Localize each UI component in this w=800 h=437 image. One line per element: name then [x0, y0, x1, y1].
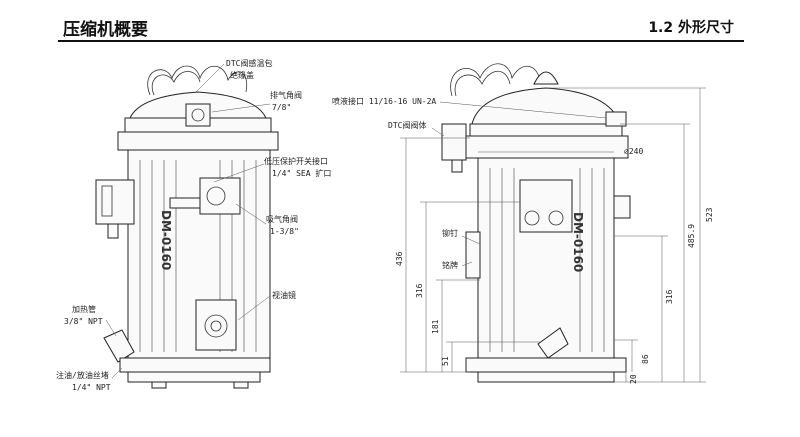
right-terminal-box — [519, 179, 573, 233]
page-title: 压缩机概要 — [63, 20, 148, 40]
dim-316-left: 316 — [415, 283, 424, 298]
section-title: 1.2 外形尺寸 — [648, 20, 734, 36]
left-base — [119, 357, 271, 373]
dim-523: 523 — [705, 207, 714, 222]
dim-20: 20 — [629, 374, 638, 384]
right-compressor-view: DM-0160 ⌀240 436 316 181 51 — [332, 63, 714, 384]
dim-86: 86 — [641, 354, 650, 364]
label-dtc-body: DTC阀阀体 — [388, 120, 426, 130]
label-injection-port: 喷液接口 11/16-16 UN-2A — [332, 96, 436, 106]
left-heater-fitting — [103, 329, 135, 363]
label-dtc-bulb: DTC阀感温包 — [226, 58, 272, 68]
label-lp-port: 低压保护开关接口 — [264, 156, 328, 166]
right-capillary-coil — [450, 63, 541, 97]
label-suction-valve: 吸气角阀 — [266, 214, 298, 224]
dim-436: 436 — [395, 251, 404, 266]
right-base — [465, 357, 627, 373]
right-top-cap — [471, 87, 621, 125]
left-model-text: DM-0160 — [159, 210, 173, 270]
left-suction-valve — [199, 177, 241, 215]
left-capillary-coil — [147, 65, 248, 96]
label-insulation: 绝缘盖 — [230, 70, 254, 80]
dim-485: 485.9 — [687, 224, 696, 248]
page-header: 压缩机概要 1.2 外形尺寸 — [0, 0, 800, 44]
left-discharge-valve — [185, 103, 211, 127]
label-oil-port: 注油/放油丝堵 — [56, 370, 109, 380]
label-suction-size: 1-3/8" — [270, 227, 299, 236]
label-lp-port-size: 1/4" SEA 扩口 — [272, 168, 331, 178]
dim-51: 51 — [441, 356, 450, 366]
right-dtc-valve — [441, 123, 467, 161]
right-nameplate — [465, 231, 481, 279]
dim-diameter: ⌀240 — [624, 147, 643, 156]
label-nameplate: 铭牌 — [442, 260, 458, 270]
label-discharge-valve: 排气角阀 — [270, 90, 302, 100]
dim-181: 181 — [431, 319, 440, 334]
label-discharge-size: 7/8" — [272, 103, 291, 112]
right-model-text: DM-0160 — [571, 212, 585, 272]
header-rule — [58, 40, 744, 42]
label-sight-glass: 视油镜 — [272, 290, 296, 300]
left-compressor-view: DM-0160 DTC阀感温包 绝缘盖 排气角阀 7/8" 低压保护开关接口 — [56, 58, 331, 392]
label-heater: 加热管 — [72, 304, 96, 314]
right-top-flange — [463, 135, 629, 159]
label-heater-size: 3/8" NPT — [64, 317, 103, 326]
label-oil-port-size: 1/4" NPT — [72, 383, 111, 392]
dim-316-right: 316 — [665, 289, 674, 304]
left-sight-glass — [195, 299, 237, 351]
label-rivet: 铆钉 — [442, 228, 458, 238]
